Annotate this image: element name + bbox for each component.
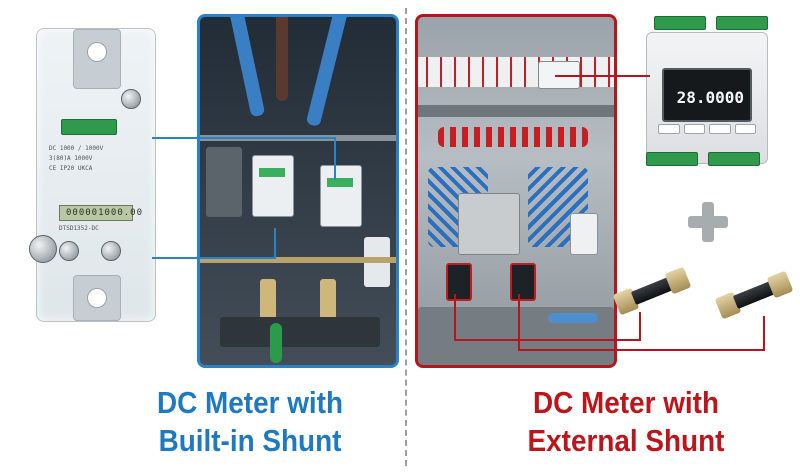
panel-shunt-highlight (510, 263, 536, 301)
terminal-block (61, 119, 117, 135)
meter-button (709, 124, 731, 134)
caption-line: DC Meter with (532, 385, 720, 420)
meter-label-line-1: DC 1000 / 1000V (49, 145, 104, 152)
busbar (200, 257, 396, 263)
screw-icon (59, 241, 79, 261)
meter-label-line-2: 3(80)A 1000V (49, 155, 93, 162)
caption-line: External Shunt (527, 423, 725, 458)
mounting-tab-top (73, 29, 121, 89)
screw-icon (29, 235, 57, 263)
built-in-shunt-panel-photo (197, 14, 399, 368)
busbar-post (320, 279, 336, 319)
divider-line (405, 8, 407, 466)
screw-icon (101, 241, 121, 261)
panel-dc-meter (320, 165, 362, 227)
breaker-row (418, 57, 614, 87)
panel-base (220, 317, 380, 347)
meter-lcd-value: 000001000.00 (66, 208, 144, 218)
screw-icon (121, 89, 141, 109)
callout-line-blue (152, 137, 336, 180)
panel-dc-meter (252, 155, 294, 217)
callout-line-red (454, 294, 641, 341)
caption-line: DC Meter with (156, 385, 344, 420)
meter-buttons (658, 124, 756, 134)
callout-line-red (518, 294, 765, 351)
component-block (206, 147, 242, 217)
meter-model: DTSD1352-DC (59, 225, 99, 232)
plus-icon (688, 202, 728, 242)
dc-meter-built-in-shunt: DC 1000 / 1000V 3(80)A 1000V CE IP20 UKC… (29, 28, 156, 322)
brown-cable (276, 17, 288, 101)
callout-line-blue (152, 228, 276, 259)
din-rail (418, 105, 614, 117)
terminal-block (654, 16, 706, 30)
meter-button (734, 124, 756, 134)
panel-shunt-highlight (446, 263, 472, 301)
meter-button (683, 124, 705, 134)
terminal-block (716, 16, 768, 30)
meter-reading: 28.0000 (676, 88, 744, 107)
caption-external-shunt: DC Meter with External Shunt (491, 384, 761, 460)
blue-cable (548, 313, 598, 323)
component-block (570, 213, 598, 255)
meter-button (658, 124, 680, 134)
terminal-block (708, 152, 760, 166)
meter-lcd: 000001000.00 (59, 205, 142, 221)
meter-screen: 28.0000 (662, 68, 752, 122)
external-shunt-panel-photo (415, 14, 617, 368)
terminal-block (646, 152, 698, 166)
caption-built-in-shunt: DC Meter with Built-in Shunt (110, 384, 391, 460)
caption-line: Built-in Shunt (158, 423, 342, 458)
mounting-tab-bottom (73, 275, 121, 321)
red-wiring (438, 127, 588, 147)
meter-label-line-3: CE IP20 UKCA (49, 165, 93, 172)
din-rail-dc-meter: 28.0000 (636, 16, 776, 166)
bracket (458, 193, 520, 255)
green-cable (270, 323, 282, 363)
busbar-post (260, 279, 276, 319)
